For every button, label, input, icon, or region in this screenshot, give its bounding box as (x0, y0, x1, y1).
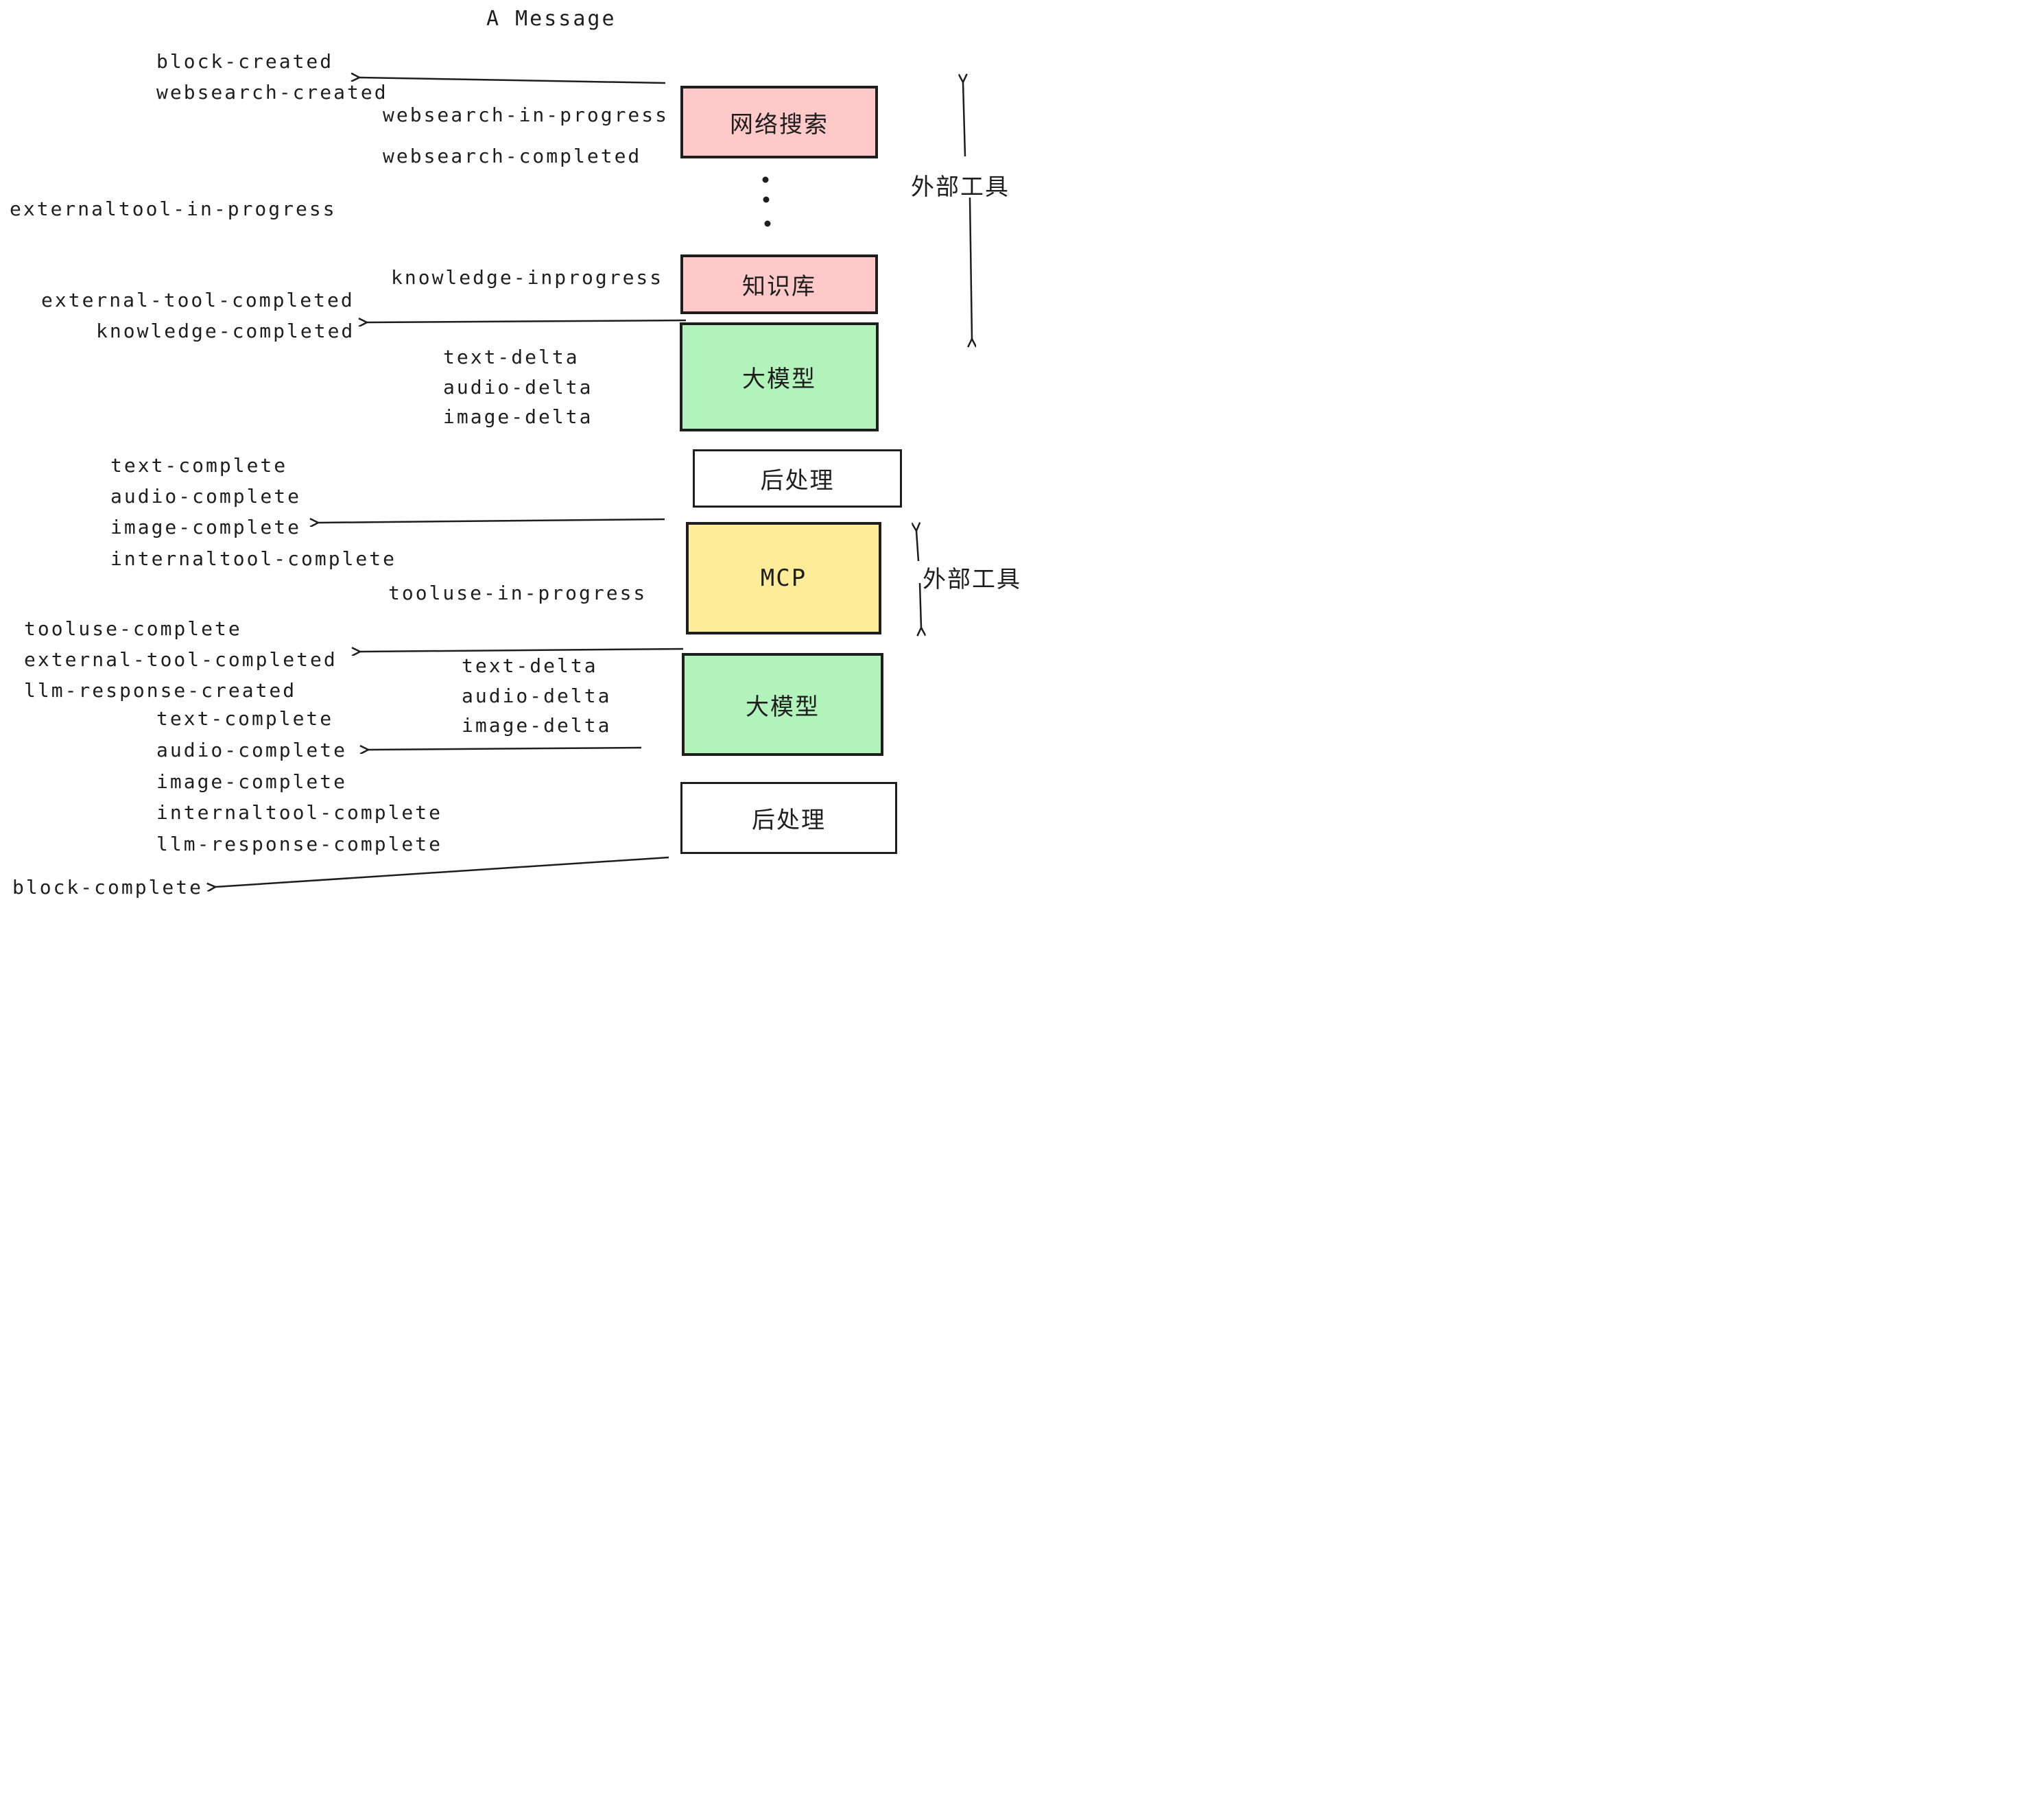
event-label-knowledge-inprogress: knowledge-inprogress (391, 266, 664, 289)
event-label-block-created: block-created (156, 50, 334, 73)
mcp-external-down-arrow (920, 582, 921, 628)
arrow-to-audio-complete (368, 748, 642, 750)
box-llm-2-label: 大模型 (746, 693, 820, 720)
event-label-image-delta: image-delta (443, 405, 593, 428)
box-knowledge: 知识库 (680, 254, 878, 314)
box-knowledge-label: 知识库 (742, 274, 816, 300)
box-websearch: 网络搜索 (680, 86, 878, 158)
event-label-internaltool-complete: internaltool-complete (110, 547, 397, 570)
box-llm-1: 大模型 (680, 322, 879, 431)
event-label-audio-delta-2: audio-delta (462, 685, 612, 707)
event-label-websearch-completed: websearch-completed (383, 145, 642, 167)
event-label-block-complete: block-complete (12, 876, 204, 899)
event-label-internaltool-complete-2: internaltool-complete (156, 801, 443, 824)
event-label-image-complete-2: image-complete (156, 770, 348, 793)
external-tools-up-arrow (963, 82, 965, 157)
box-mcp-label: MCP (760, 565, 807, 592)
arrow-to-block-complete (215, 856, 669, 887)
box-llm-1-label: 大模型 (742, 366, 816, 392)
event-label-llm-response-created: llm-response-created (24, 679, 297, 702)
arrow-to-image-complete (318, 519, 665, 523)
external-tools-down-arrow (970, 197, 972, 339)
sequence-diagram: A Message block-created websearch-create… (0, 0, 1022, 902)
box-postprocess-2-label: 后处理 (752, 807, 826, 833)
event-label-knowledge-completed: knowledge-completed (96, 320, 355, 342)
diagram-wires (0, 0, 1022, 902)
event-label-audio-complete: audio-complete (110, 485, 302, 508)
event-label-external-tool-completed-2: external-tool-completed (24, 648, 337, 671)
ellipsis-dot (762, 176, 769, 183)
event-label-text-delta: text-delta (443, 346, 580, 368)
ellipsis-dot (764, 220, 771, 227)
arrow-to-knowledge-completed (367, 320, 687, 322)
box-llm-2: 大模型 (682, 653, 883, 756)
box-postprocess-1: 后处理 (693, 449, 902, 508)
event-label-text-complete-2: text-complete (156, 707, 334, 730)
arrow-to-tooluse-complete (360, 649, 684, 652)
event-label-audio-delta: audio-delta (443, 376, 593, 399)
event-label-text-complete: text-complete (110, 454, 288, 477)
event-label-text-delta-2: text-delta (462, 654, 598, 677)
diagram-title: A Message (486, 7, 617, 31)
event-label-image-delta-2: image-delta (462, 714, 612, 737)
box-websearch-label: 网络搜索 (730, 111, 829, 138)
event-label-tooluse-complete: tooluse-complete (24, 617, 242, 640)
arrow-to-block-created (359, 78, 666, 84)
event-label-llm-response-complete: llm-response-complete (156, 833, 443, 855)
annotation-external-tools-mcp: 外部工具 (923, 567, 1021, 593)
event-label-audio-complete-2: audio-complete (156, 739, 348, 761)
box-mcp: MCP (686, 522, 881, 634)
event-label-websearch-in-progress: websearch-in-progress (383, 104, 669, 126)
annotation-external-tools-top: 外部工具 (911, 174, 1010, 200)
box-postprocess-1-label: 后处理 (760, 468, 835, 494)
mcp-external-up-arrow (916, 531, 918, 562)
event-label-external-tool-completed: external-tool-completed (41, 289, 355, 311)
event-label-websearch-created: websearch-created (156, 81, 388, 104)
ellipsis-dot (763, 196, 770, 203)
event-label-image-complete: image-complete (110, 516, 302, 538)
event-label-externaltool-in-progress: externaltool-in-progress (10, 198, 337, 220)
box-postprocess-2: 后处理 (680, 782, 897, 854)
event-label-tooluse-in-progress: tooluse-in-progress (388, 582, 647, 604)
